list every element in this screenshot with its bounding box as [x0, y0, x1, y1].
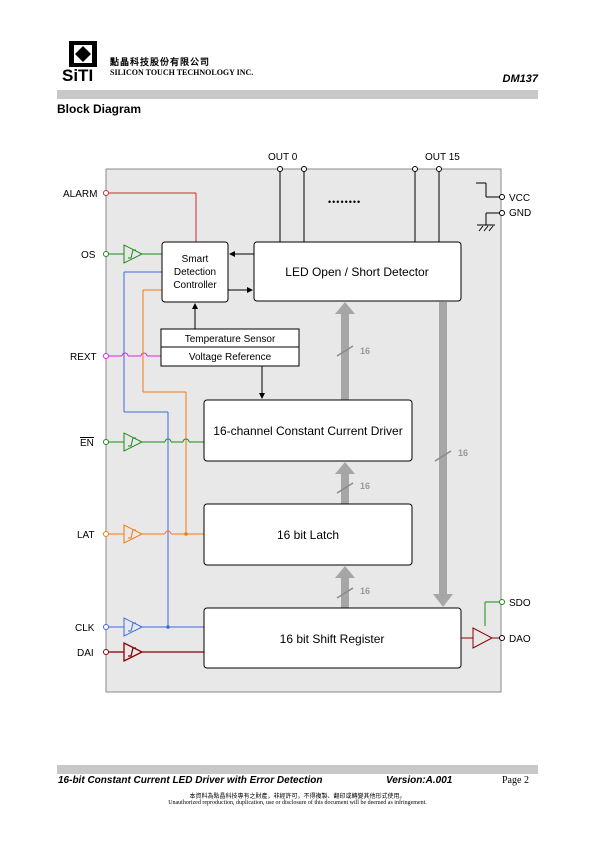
lat-pin	[103, 531, 109, 537]
dao-label: DAO	[509, 634, 531, 645]
alarm-pin	[103, 190, 109, 196]
sdo-label: SDO	[509, 598, 531, 609]
gnd-pin	[499, 210, 505, 216]
dai-label: DAI	[77, 648, 94, 659]
smart-line2: Detection	[174, 267, 216, 278]
os-label: OS	[81, 250, 96, 261]
dao-signal	[461, 627, 499, 649]
out15-label: OUT 15	[425, 152, 460, 163]
volt-ref-label: Voltage Reference	[189, 352, 272, 363]
output-pins	[277, 166, 442, 242]
sdo-signal	[484, 601, 499, 626]
sdo-pin	[499, 599, 505, 605]
footer-title: 16-bit Constant Current LED Driver with …	[58, 775, 323, 786]
clk-junction	[166, 625, 170, 629]
footer-version: Version:A.001	[386, 775, 453, 786]
os-signal	[109, 244, 162, 264]
company-name-chinese: 點晶科技股份有限公司	[110, 58, 211, 68]
os-pin	[103, 251, 109, 257]
clk-label: CLK	[75, 623, 95, 634]
rext-label: REXT	[70, 352, 97, 363]
footer-page-number: Page 2	[502, 775, 529, 786]
block-diagram: 16 16 16 16 OUT 0 OUT 15 •••••••• VCC GN…	[63, 152, 531, 693]
bus-ccd-to-detector	[335, 302, 355, 400]
dai-pin	[103, 649, 109, 655]
bus-label-3: 16	[360, 586, 370, 596]
output-ellipsis: ••••••••	[328, 197, 361, 207]
bus-label-1: 16	[360, 346, 370, 356]
out0-label: OUT 0	[268, 152, 298, 163]
smart-line3: Controller	[173, 280, 217, 291]
lat-signal	[109, 289, 204, 544]
footer-notice-english: Unauthorized reproduction, duplication, …	[168, 800, 427, 806]
vcc-pin	[499, 194, 505, 200]
part-number: DM137	[502, 73, 538, 85]
header-rule	[57, 90, 538, 99]
lat-label: LAT	[77, 530, 95, 541]
alarm-label: ALARM	[63, 189, 97, 200]
en-pin	[103, 439, 109, 445]
gnd-label: GND	[509, 208, 531, 219]
bus-slash-4	[434, 450, 452, 462]
vcc-symbol	[476, 182, 500, 198]
en-label: EN	[80, 438, 94, 449]
rext-signal	[109, 352, 161, 357]
smart-detection-controller	[161, 241, 229, 303]
dai-signal	[109, 641, 204, 663]
bus-slash-2	[336, 482, 354, 494]
bus-slash-3	[336, 587, 354, 599]
ccd-label: 16-channel Constant Current Driver	[213, 424, 402, 438]
ccd-block	[203, 399, 413, 462]
bus-shift-to-latch	[335, 566, 355, 608]
shift-register-label: 16 bit Shift Register	[280, 632, 385, 646]
bus-detector-to-shift	[433, 302, 453, 607]
led-detector-block	[253, 241, 462, 302]
alarm-signal	[109, 192, 197, 242]
footer-rule	[57, 765, 538, 774]
bus-label-4: 16	[458, 448, 468, 458]
clk-signal	[109, 271, 204, 637]
company-logo-text: SiTI	[62, 66, 94, 85]
company-logo-mark	[69, 41, 97, 67]
latch-label: 16 bit Latch	[277, 528, 339, 542]
en-signal	[109, 432, 204, 452]
latch-block	[203, 503, 413, 566]
clk-pin	[103, 624, 109, 630]
vcc-label: VCC	[509, 193, 530, 204]
gnd-symbol	[477, 212, 500, 232]
rext-pin	[103, 353, 109, 359]
smart-line1: Smart	[182, 254, 209, 265]
lat-junction	[184, 532, 188, 536]
bus-slash-1	[336, 345, 354, 357]
led-detector-label: LED Open / Short Detector	[285, 265, 428, 279]
company-name-english: SILICON TOUCH TECHNOLOGY INC.	[110, 68, 254, 77]
temp-sensor-label: Temperature Sensor	[185, 334, 276, 345]
footer-notice-chinese: 本資料為點晶科技專有之財產，非經許可，不得複製、翻印或轉變其他形式使用。	[189, 793, 406, 800]
section-title: Block Diagram	[57, 102, 142, 116]
bus-label-2: 16	[360, 481, 370, 491]
dao-pin	[499, 635, 505, 641]
